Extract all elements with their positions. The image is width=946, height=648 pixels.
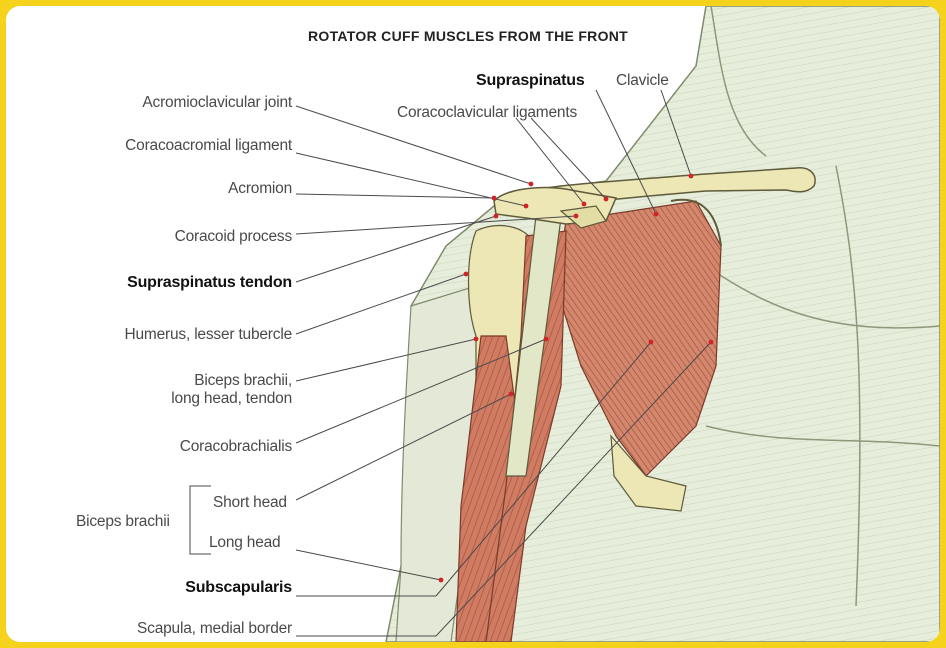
label-acromion: Acromion bbox=[166, 180, 292, 198]
label-supraspinatus-tendon: Supraspinatus tendon bbox=[86, 274, 292, 292]
label-biceps-tendon-line1: Biceps brachii, bbox=[106, 372, 292, 390]
marker-coracoclavicular-1 bbox=[582, 202, 587, 207]
marker-biceps-tendon bbox=[474, 337, 479, 342]
illustration-frame: ROTATOR CUFF MUSCLES FROM THE FRONT Supr… bbox=[6, 6, 940, 642]
marker-long-head bbox=[439, 578, 444, 583]
label-subscapularis: Subscapularis bbox=[106, 579, 292, 597]
label-coracoclavicular-ligaments: Coracoclavicular ligaments bbox=[397, 104, 577, 122]
marker-scapula bbox=[709, 340, 714, 345]
marker-acromioclavicular bbox=[529, 182, 534, 187]
label-short-head: Short head bbox=[213, 494, 287, 512]
marker-coracoacromial bbox=[524, 204, 529, 209]
marker-lesser-tubercle bbox=[464, 272, 469, 277]
marker-coracoclavicular-2 bbox=[604, 197, 609, 202]
label-humerus-lesser-tubercle: Humerus, lesser tubercle bbox=[76, 326, 292, 344]
marker-supraspinatus-tendon bbox=[494, 214, 499, 219]
label-coracoacromial-ligament: Coracoacromial ligament bbox=[66, 137, 292, 155]
biceps-bracket bbox=[190, 486, 211, 554]
marker-coracoid bbox=[574, 214, 579, 219]
label-biceps-brachii: Biceps brachii bbox=[76, 513, 170, 531]
marker-coracobrachialis bbox=[544, 337, 549, 342]
label-long-head: Long head bbox=[209, 534, 280, 552]
label-coracobrachialis: Coracobrachialis bbox=[106, 438, 292, 456]
label-supraspinatus: Supraspinatus bbox=[476, 72, 585, 90]
figure-title: ROTATOR CUFF MUSCLES FROM THE FRONT bbox=[308, 28, 628, 44]
marker-acromion bbox=[492, 196, 497, 201]
leader-acromion bbox=[296, 194, 494, 198]
marker-subscapularis bbox=[649, 340, 654, 345]
label-scapula-medial-border: Scapula, medial border bbox=[76, 620, 292, 638]
label-clavicle: Clavicle bbox=[616, 72, 669, 90]
marker-clavicle bbox=[689, 174, 694, 179]
label-biceps-tendon-line2: long head, tendon bbox=[106, 390, 292, 408]
label-coracoid-process: Coracoid process bbox=[126, 228, 292, 246]
label-acromioclavicular-joint: Acromioclavicular joint bbox=[102, 94, 292, 112]
marker-supraspinatus bbox=[654, 212, 659, 217]
marker-short-head bbox=[509, 392, 514, 397]
